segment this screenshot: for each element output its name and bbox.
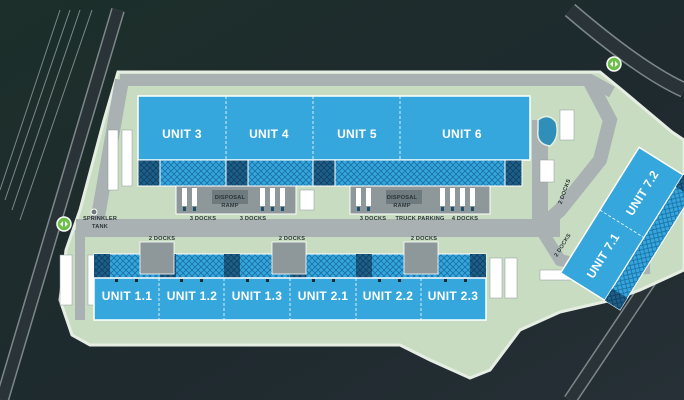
- unit-5-label: UNIT 5: [337, 127, 377, 141]
- truck-parking-label: TRUCK PARKING: [395, 216, 444, 222]
- docks-3b-label: 3 DOCKS: [240, 216, 266, 222]
- entrance-north-icon: [606, 56, 622, 72]
- disposal-ramp-a-line2: RAMP: [221, 203, 238, 209]
- north-building: UNIT 3 UNIT 4 UNIT 5 UNIT 6: [137, 95, 531, 187]
- east-building: UNIT 7.1 UNIT 7.2: [559, 146, 684, 311]
- disposal-ramp-a-line1: DISPOSAL: [215, 195, 246, 201]
- docks-3a-label: 3 DOCKS: [190, 216, 216, 222]
- unit-1-3-label: UNIT 1.3: [232, 289, 282, 303]
- docks-4-label: 4 DOCKS: [452, 216, 478, 222]
- parking-rows: [59, 109, 581, 306]
- docks-2b-label: 2 DOCKS: [279, 236, 305, 242]
- map-text-labels: DISPOSAL RAMP DISPOSAL RAMP SPRINKLER TA…: [83, 178, 573, 258]
- unit-2-3-label: UNIT 2.3: [428, 289, 478, 303]
- unit-2-2-label: UNIT 2.2: [363, 289, 413, 303]
- docks-2a-label: 2 DOCKS: [149, 236, 175, 242]
- entrance-west-icon: [56, 216, 72, 232]
- sprinkler-tank-line2: TANK: [92, 224, 108, 230]
- unit-1-1-label: UNIT 1.1: [102, 289, 152, 303]
- docks-3c-label: 3 DOCKS: [360, 216, 386, 222]
- pond: [537, 115, 558, 147]
- unit-3-label: UNIT 3: [162, 127, 202, 141]
- docks-2c-label: 2 DOCKS: [411, 236, 437, 242]
- north-dock-yards: [175, 185, 491, 215]
- unit-4-label: UNIT 4: [249, 127, 289, 141]
- unit-6-label: UNIT 6: [442, 127, 482, 141]
- sprinkler-tank-line1: SPRINKLER: [83, 216, 117, 222]
- disposal-ramp-b-line1: DISPOSAL: [387, 195, 418, 201]
- sprinkler-tank-icon: [90, 208, 98, 216]
- unit-2-1-label: UNIT 2.1: [298, 289, 348, 303]
- south-building: UNIT 1.1 UNIT 1.2 UNIT 1.3 UNIT 2.1 UNIT…: [93, 241, 487, 321]
- disposal-ramp-b-line2: RAMP: [393, 203, 410, 209]
- unit-1-2-label: UNIT 1.2: [167, 289, 217, 303]
